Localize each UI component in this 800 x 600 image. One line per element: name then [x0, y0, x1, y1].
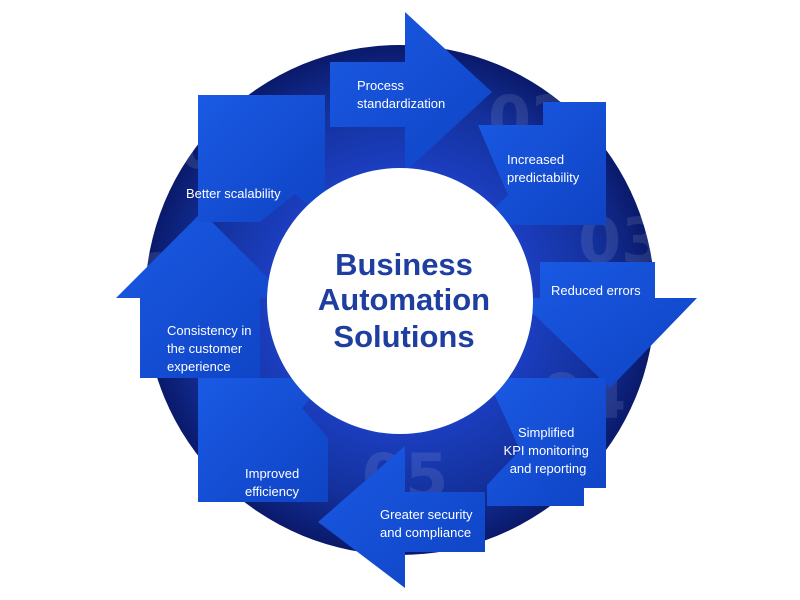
center-circle [267, 168, 533, 434]
label-greater-security: Greater security and compliance [380, 507, 476, 540]
label-simplified-kpi: Simplified KPI monitoring and reporting [504, 425, 593, 476]
arrow-process-standardization [330, 12, 492, 172]
arrow-improved-efficiency [198, 378, 328, 502]
arrow-reduced-errors [517, 262, 697, 388]
arrow-increased-predictability [478, 102, 606, 225]
arrows [116, 12, 697, 588]
arrow-simplified-kpi [487, 378, 606, 506]
label-better-scalability: Better scalability [186, 186, 281, 201]
center-title-line-1: Business [335, 247, 473, 282]
label-increased-predictability: Increased predictability [507, 152, 580, 185]
label-customer-experience: Consistency in the customer experience [167, 323, 255, 374]
label-improved-efficiency: Improved efficiency [245, 466, 303, 499]
step-labels: Process standardization Increased predic… [167, 78, 641, 540]
arrow-better-scalability [198, 95, 325, 222]
center-title-line-3: Solutions [333, 319, 474, 354]
label-process-standardization: Process standardization [357, 78, 445, 111]
center-title-line-2: Automation [318, 282, 490, 317]
label-reduced-errors: Reduced errors [551, 283, 641, 298]
center-title: Business Automation Solutions [318, 247, 490, 354]
arrow-customer-experience [116, 212, 288, 378]
arrow-greater-security [318, 446, 485, 588]
